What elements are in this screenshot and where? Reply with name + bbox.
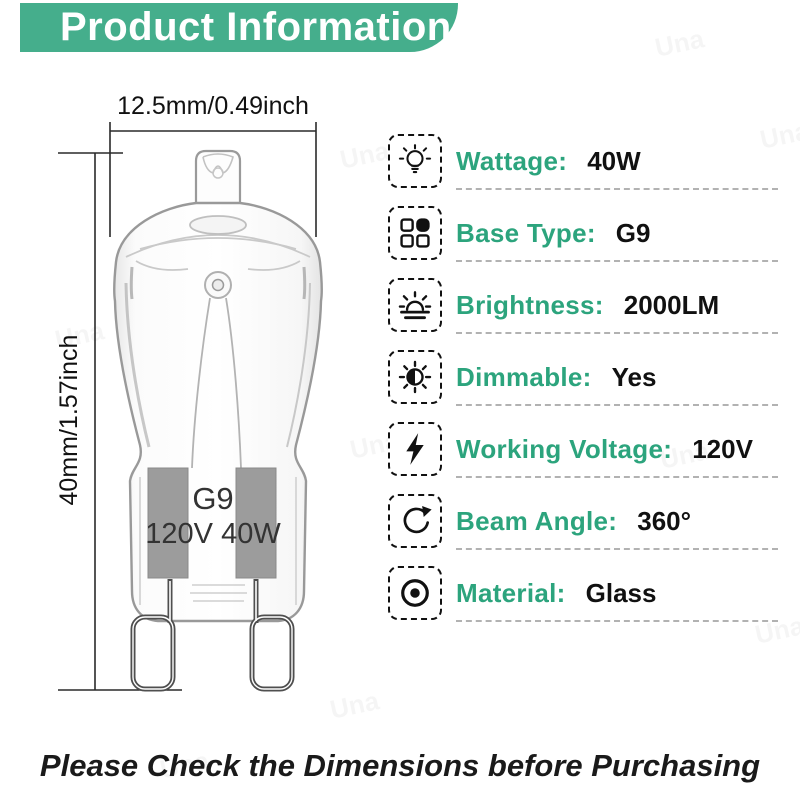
spec-label: Dimmable: — [456, 361, 592, 392]
watermark: Una — [652, 23, 706, 64]
spec-body: Material: Glass — [456, 566, 778, 622]
width-dimension-label: 12.5mm/0.49inch — [117, 92, 309, 120]
spec-row-brightness: Brightness: 2000LM — [388, 278, 778, 334]
spec-row-working-voltage: Working Voltage: 120V — [388, 422, 778, 478]
record-dot-icon — [388, 566, 442, 620]
bulb-diagram — [58, 122, 323, 692]
base-plate-right — [235, 467, 277, 579]
spec-body: Base Type: G9 — [456, 206, 778, 262]
spec-body: Dimmable: Yes — [456, 350, 778, 406]
spec-body: Brightness: 2000LM — [456, 278, 778, 334]
spec-value: Yes — [611, 361, 657, 392]
height-dimension-label: 40mm/1.57inch — [55, 334, 83, 506]
contrast-sun-icon — [388, 350, 442, 404]
rotate-arrow-icon — [388, 494, 442, 548]
spec-row-beam-angle: Beam Angle: 360° — [388, 494, 778, 550]
purchase-notice: Please Check the Dimensions before Purch… — [39, 748, 761, 783]
glass-reflections — [124, 266, 311, 605]
bulb-marking-voltage-wattage: 120V 40W — [145, 518, 281, 550]
spec-row-material: Material: Glass — [388, 566, 778, 622]
spec-value: 2000LM — [623, 289, 720, 320]
base-plate-left — [147, 467, 189, 579]
filament — [191, 271, 242, 469]
spec-row-base-type: Base Type: G9 — [388, 206, 778, 262]
spec-body: Beam Angle: 360° — [456, 494, 778, 550]
spec-body: Wattage: 40W — [456, 134, 778, 190]
spec-value: 40W — [587, 145, 641, 176]
spec-value: G9 — [615, 217, 651, 248]
spec-body: Working Voltage: 120V — [456, 422, 778, 478]
spec-label: Material: — [456, 577, 566, 608]
bulb-icon — [388, 134, 442, 188]
spec-list: Wattage: 40W Base Type: G9 — [388, 134, 778, 638]
g9-pins — [130, 579, 295, 692]
page-title: Product Information — [60, 5, 452, 49]
spec-row-wattage: Wattage: 40W — [388, 134, 778, 190]
spec-value: 360° — [637, 505, 692, 536]
spec-label: Working Voltage: — [456, 433, 673, 464]
press-marks — [190, 584, 247, 602]
spec-label: Beam Angle: — [456, 505, 618, 536]
lightning-icon — [388, 422, 442, 476]
spec-label: Wattage: — [456, 145, 568, 176]
sunrise-icon — [388, 278, 442, 332]
dimension-lines — [58, 122, 317, 691]
product-info-banner: Product Information — [20, 3, 458, 52]
grid-icon — [388, 206, 442, 260]
spec-row-dimmable: Dimmable: Yes — [388, 350, 778, 406]
spec-label: Brightness: — [456, 289, 604, 320]
spec-value: 120V — [692, 433, 753, 464]
bulb-marking-base-type: G9 — [192, 481, 234, 516]
spec-label: Base Type: — [456, 217, 596, 248]
bulb-tip — [194, 149, 242, 203]
spec-value: Glass — [585, 577, 657, 608]
glass-swirl — [125, 215, 311, 271]
